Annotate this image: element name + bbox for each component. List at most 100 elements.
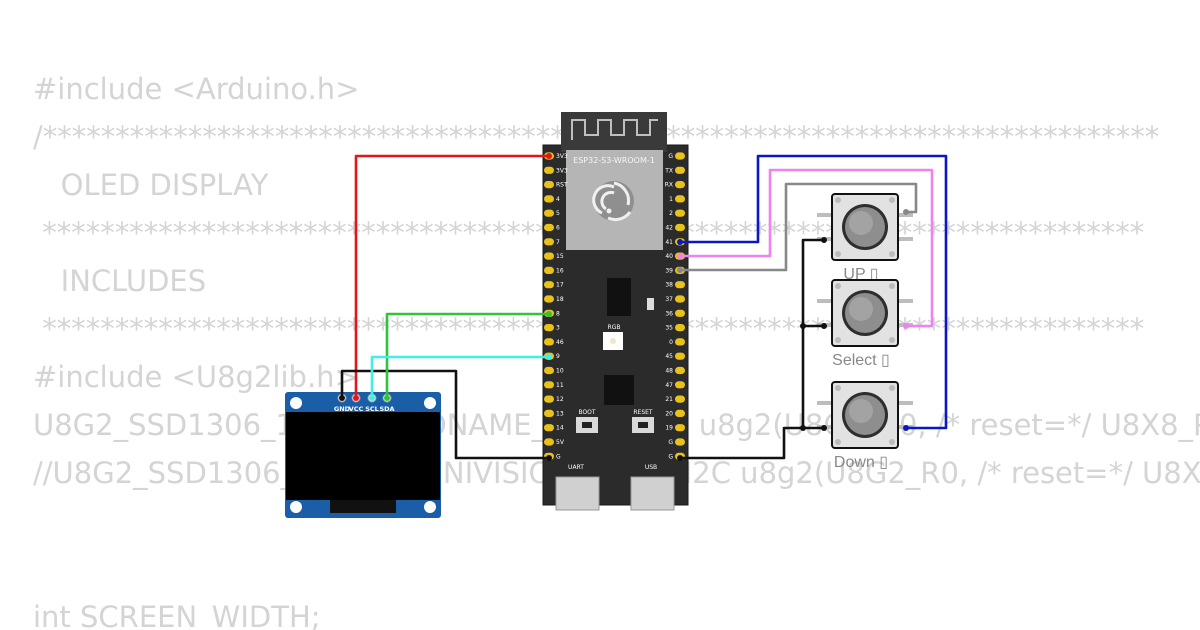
gnd-wire-oled[interactable] bbox=[340, 369, 549, 460]
pushbutton-3[interactable]: Down ▯ bbox=[817, 381, 913, 471]
pin-pad[interactable] bbox=[544, 238, 554, 246]
pin-label: RST bbox=[556, 182, 568, 189]
pin-pad[interactable] bbox=[675, 223, 685, 232]
uart-label: UART bbox=[568, 464, 584, 471]
code-line: #include <U8g2lib.h> bbox=[33, 360, 359, 394]
usb-uart-chip bbox=[607, 278, 631, 316]
pin-pad[interactable] bbox=[544, 266, 554, 274]
pin-label: 40 bbox=[665, 253, 673, 260]
pin-pad[interactable] bbox=[544, 338, 554, 346]
sda-wire[interactable] bbox=[370, 355, 549, 398]
pin-pad[interactable] bbox=[544, 181, 554, 189]
pin-pad[interactable] bbox=[544, 223, 554, 232]
pin-pad[interactable] bbox=[544, 166, 554, 174]
pin-label: 6 bbox=[556, 225, 560, 232]
wires bbox=[340, 154, 948, 460]
uart-usb-port[interactable] bbox=[555, 476, 600, 511]
wire-end-dot bbox=[800, 323, 806, 329]
pin-pad[interactable] bbox=[675, 324, 685, 332]
pin-label: G bbox=[668, 453, 673, 460]
led-indicator bbox=[647, 298, 654, 310]
pin-pad[interactable] bbox=[544, 424, 554, 432]
pin-label: 11 bbox=[556, 382, 564, 389]
pin-pad[interactable] bbox=[544, 295, 554, 303]
pin-pad[interactable] bbox=[675, 424, 685, 432]
pin-pad[interactable] bbox=[675, 309, 685, 317]
regulator-chip bbox=[604, 375, 634, 405]
oled-pin-label: SDA bbox=[379, 405, 394, 413]
pin-label: G bbox=[668, 439, 673, 446]
pin-label: 14 bbox=[556, 425, 564, 432]
select-button-wire[interactable] bbox=[680, 168, 934, 328]
button-leg bbox=[899, 401, 913, 405]
pin-pad[interactable] bbox=[544, 381, 554, 389]
pin-pad[interactable] bbox=[675, 409, 685, 417]
pin-label: RX bbox=[665, 182, 673, 189]
pin-pad[interactable] bbox=[675, 209, 685, 217]
wire-end-dot bbox=[903, 209, 909, 215]
pin-label: G bbox=[668, 153, 673, 160]
button-cap-highlight bbox=[849, 399, 873, 423]
pin-pad[interactable] bbox=[675, 381, 685, 389]
scl-wire[interactable] bbox=[385, 312, 549, 398]
button-leg bbox=[817, 401, 831, 405]
pin-label: 37 bbox=[665, 296, 673, 303]
up-button-wire[interactable] bbox=[680, 154, 948, 430]
wire-end-dot bbox=[384, 395, 390, 401]
button-corner-dot bbox=[835, 197, 841, 203]
pin-pad[interactable] bbox=[544, 281, 554, 289]
antenna-trace bbox=[571, 119, 658, 140]
pushbutton-1[interactable]: UP ▯ bbox=[817, 193, 913, 283]
pin-pad[interactable] bbox=[675, 352, 685, 360]
reset-label: RESET bbox=[633, 409, 653, 416]
pin-label: 16 bbox=[556, 267, 564, 274]
pin-label: 18 bbox=[556, 296, 564, 303]
pin-pad[interactable] bbox=[544, 195, 554, 203]
esp32-s3-board[interactable]: ESP32-S3-WROOM-1 RGB BOOT RESET UART USB bbox=[542, 112, 689, 511]
pin-label: 3V3 bbox=[556, 167, 568, 174]
wire-end-dot bbox=[546, 311, 552, 317]
pin-pad[interactable] bbox=[544, 395, 554, 403]
pin-pad[interactable] bbox=[544, 438, 554, 446]
pin-pad[interactable] bbox=[675, 166, 685, 174]
button-corner-dot bbox=[889, 439, 895, 445]
pin-pad[interactable] bbox=[675, 338, 685, 346]
pin-label: 1 bbox=[669, 196, 673, 203]
pin-pad[interactable] bbox=[544, 366, 554, 375]
pin-label: 13 bbox=[556, 410, 564, 417]
pushbutton-2[interactable]: Select ▯ bbox=[817, 279, 913, 369]
pin-label: 12 bbox=[556, 396, 564, 403]
pin-pad[interactable] bbox=[544, 252, 554, 260]
button-leg bbox=[899, 299, 913, 303]
usb-port[interactable] bbox=[630, 476, 675, 511]
pin-label: 41 bbox=[665, 239, 673, 246]
button-label: Select ▯ bbox=[832, 352, 890, 369]
pin-label: 38 bbox=[665, 282, 673, 289]
button-label: UP ▯ bbox=[843, 266, 878, 283]
pin-label: 21 bbox=[665, 396, 673, 403]
antenna-area bbox=[561, 112, 667, 152]
wire-end-dot bbox=[546, 354, 552, 360]
pin-pad[interactable] bbox=[675, 195, 685, 203]
gnd-wire-buttons[interactable] bbox=[680, 238, 824, 460]
pin-pad[interactable] bbox=[544, 409, 554, 417]
code-line: INCLUDES bbox=[33, 264, 207, 298]
wire-end-dot bbox=[821, 323, 827, 329]
pin-pad[interactable] bbox=[675, 295, 685, 303]
down-button-wire[interactable] bbox=[680, 182, 918, 272]
pin-pad[interactable] bbox=[544, 324, 554, 332]
pin-pad[interactable] bbox=[675, 366, 685, 375]
pin-pad[interactable] bbox=[675, 438, 685, 446]
pin-pad[interactable] bbox=[675, 181, 685, 189]
pin-pad[interactable] bbox=[544, 209, 554, 217]
pin-pad[interactable] bbox=[675, 281, 685, 289]
mount-hole bbox=[424, 397, 436, 409]
pin-label: 17 bbox=[556, 282, 564, 289]
mount-hole bbox=[290, 501, 302, 513]
pin-label: 7 bbox=[556, 239, 560, 246]
pin-pad[interactable] bbox=[675, 152, 685, 160]
pin-pad[interactable] bbox=[675, 395, 685, 403]
vcc-wire[interactable] bbox=[354, 154, 549, 398]
rgb-led-die bbox=[610, 338, 616, 344]
